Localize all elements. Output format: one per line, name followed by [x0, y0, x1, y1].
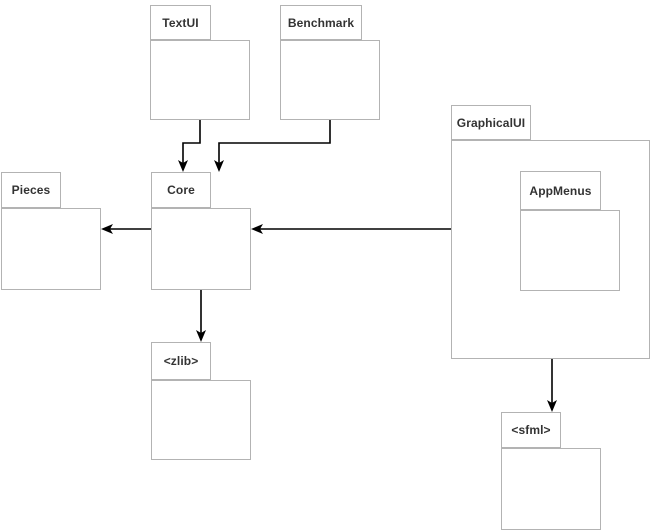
package-benchmark-tab[interactable]: Benchmark	[280, 5, 362, 40]
connector-line	[182, 120, 201, 166]
package-sfml-body[interactable]	[501, 448, 601, 530]
arrowhead-icon	[178, 160, 188, 172]
package-appmenus-tab[interactable]: AppMenus	[520, 171, 601, 210]
connector-textui-to-core[interactable]	[178, 120, 201, 172]
package-pieces-tab[interactable]: Pieces	[1, 172, 61, 208]
arrowhead-icon	[214, 160, 224, 172]
package-graphicalui-label: GraphicalUI	[456, 115, 526, 130]
package-benchmark-label: Benchmark	[287, 15, 355, 30]
package-core-label: Core	[167, 183, 195, 197]
package-zlib-label: <zlib>	[163, 354, 199, 368]
package-core-body[interactable]	[151, 208, 251, 290]
package-appmenus-label: AppMenus	[529, 183, 592, 198]
package-core-tab[interactable]: Core	[151, 172, 211, 208]
package-zlib-body[interactable]	[151, 380, 251, 460]
connector-line	[218, 120, 331, 166]
package-sfml-tab[interactable]: <sfml>	[501, 412, 561, 448]
package-pieces-label: Pieces	[11, 183, 51, 197]
connector-core-to-zlib[interactable]	[196, 290, 206, 342]
connector-graphicalui-to-core[interactable]	[251, 224, 451, 234]
package-graphicalui-tab[interactable]: GraphicalUI	[451, 105, 531, 140]
package-zlib-tab[interactable]: <zlib>	[151, 342, 211, 380]
arrowhead-icon	[251, 224, 263, 234]
arrowhead-icon	[101, 224, 113, 234]
connector-benchmark-to-core[interactable]	[214, 120, 331, 172]
arrowhead-icon	[547, 400, 557, 412]
package-textui-label: TextUI	[162, 15, 199, 30]
connector-graphicalui-to-sfml[interactable]	[547, 359, 557, 412]
connector-core-to-pieces[interactable]	[101, 224, 151, 234]
package-textui-body[interactable]	[150, 40, 250, 120]
package-benchmark-body[interactable]	[280, 40, 380, 120]
arrowhead-icon	[196, 330, 206, 342]
package-sfml-label: <sfml>	[511, 423, 551, 437]
package-pieces-body[interactable]	[1, 208, 101, 290]
package-textui-tab[interactable]: TextUI	[150, 5, 211, 40]
package-appmenus-body[interactable]	[520, 210, 620, 291]
